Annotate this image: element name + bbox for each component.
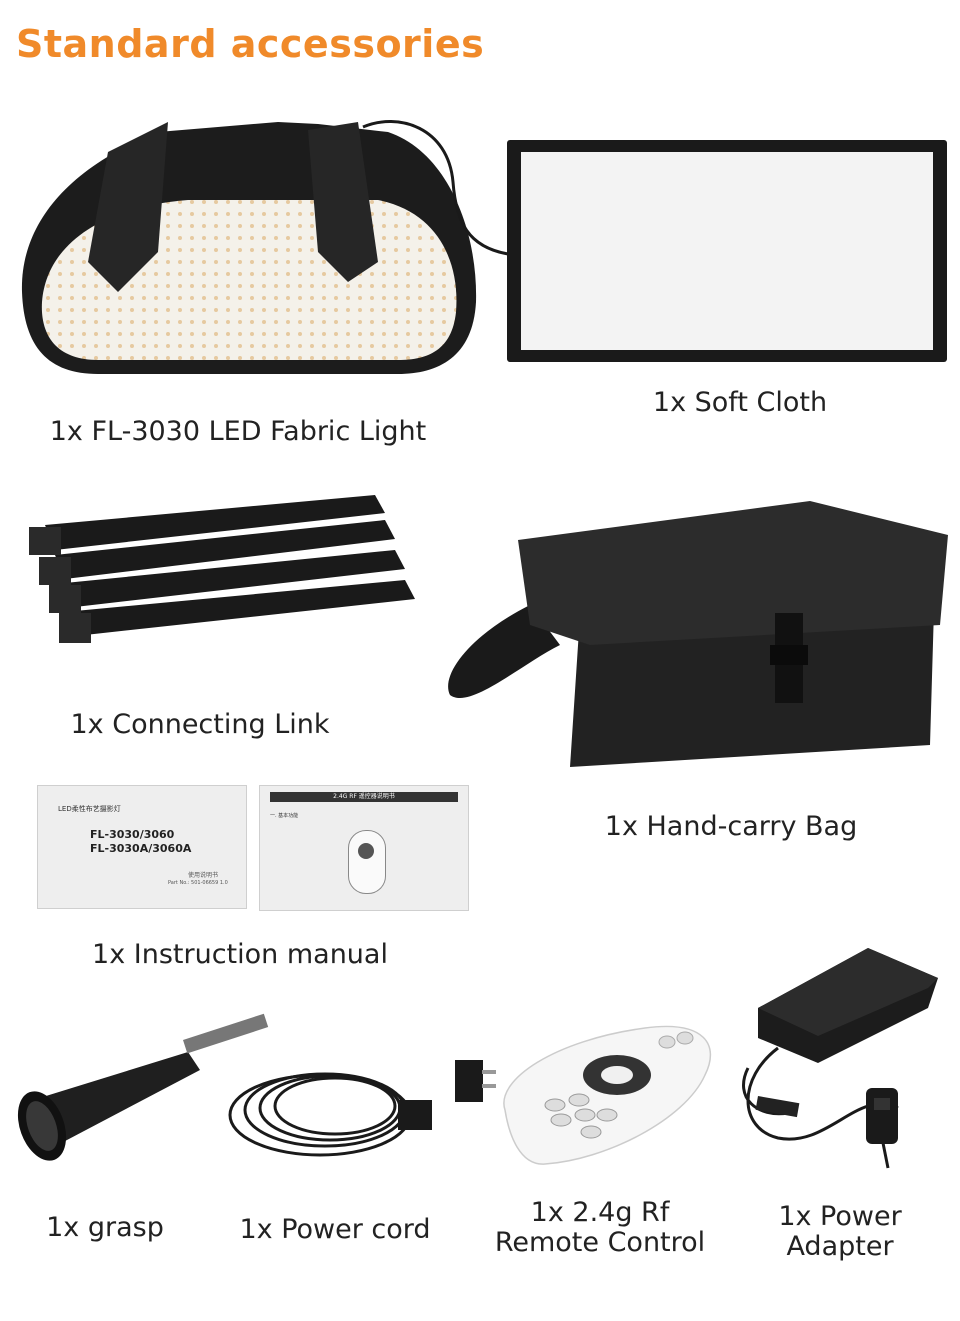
grasp-icon <box>17 1013 269 1161</box>
manual-icon: LED柔性布艺摄影灯 FL-3030/3060 FL-3030A/3060A 使… <box>37 785 497 911</box>
manual-model-line-1: FL-3030/3060 <box>90 828 175 841</box>
manual-remote-section: 一. 基本功能 <box>270 813 299 819</box>
connecting-link-icon <box>29 495 415 643</box>
adapter-label-line-2: Adapter <box>786 1231 894 1262</box>
manual-remote-header: 2.4G RF 遥控器说明书 <box>270 792 458 802</box>
manual-part-no: Part No.: 501-06659 1.0 <box>168 880 228 886</box>
manual-remote-diagram <box>348 830 386 894</box>
power-cord-icon <box>228 1060 496 1157</box>
soft-cloth-icon <box>507 140 947 362</box>
manual-label: 1x Instruction manual <box>92 939 388 970</box>
bag-label: 1x Hand-carry Bag <box>604 811 858 842</box>
manual-footer: 使用说明书 <box>188 872 219 879</box>
page-title: Standard accessories <box>16 22 485 66</box>
power-cord-label: 1x Power cord <box>239 1214 431 1245</box>
manual-brand-line: LED柔性布艺摄影灯 <box>58 805 121 813</box>
manual-booklet-main: LED柔性布艺摄影灯 FL-3030/3060 FL-3030A/3060A 使… <box>37 785 247 909</box>
fabric-light-label: 1x FL-3030 LED Fabric Light <box>49 416 427 447</box>
grasp-label: 1x grasp <box>46 1212 164 1243</box>
adapter-label-line-1: 1x Power <box>778 1201 902 1232</box>
remote-label-line-1: 1x 2.4g Rf <box>530 1197 670 1228</box>
remote-control-icon <box>503 1025 712 1165</box>
bag-icon <box>448 501 948 767</box>
remote-label-line-2: Remote Control <box>494 1227 706 1258</box>
power-adapter-icon <box>742 948 938 1169</box>
led-fabric-light-icon <box>21 120 509 374</box>
soft-cloth-label: 1x Soft Cloth <box>652 387 828 418</box>
manual-model-line-2: FL-3030A/3060A <box>90 842 192 855</box>
manual-booklet-remote: 2.4G RF 遥控器说明书 一. 基本功能 <box>259 785 469 911</box>
connecting-link-label: 1x Connecting Link <box>70 709 330 740</box>
